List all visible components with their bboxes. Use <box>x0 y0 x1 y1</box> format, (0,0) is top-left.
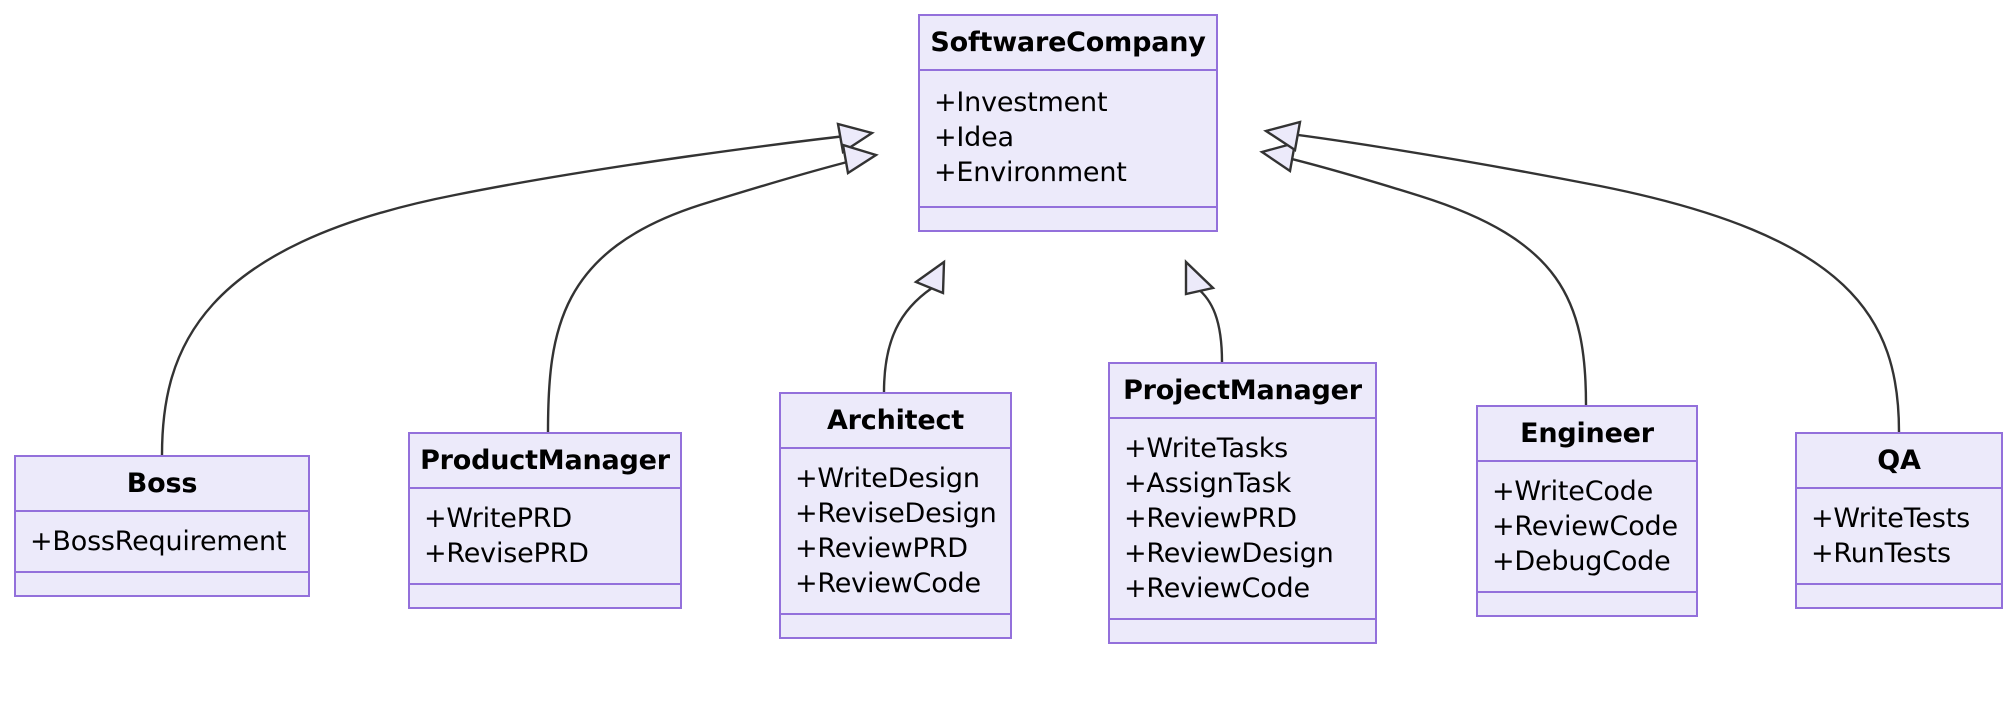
class-methods <box>781 615 1010 637</box>
class-methods <box>410 585 680 607</box>
class-attributes: +WriteTasks +AssignTask +ReviewPRD +Revi… <box>1110 419 1375 621</box>
attribute-row: +WriteDesign <box>795 463 980 494</box>
attribute-row: +WriteTasks <box>1124 433 1289 464</box>
class-attributes: +WritePRD +RevisePRD <box>410 489 680 586</box>
attribute-row: +ReviewCode <box>795 568 981 600</box>
attribute-row: +RunTests <box>1811 538 1951 570</box>
attribute-row: +ReviewPRD <box>1124 503 1297 535</box>
edge-productmanager-to-softwarecompany <box>546 143 879 433</box>
class-methods <box>1478 593 1696 615</box>
attribute-row: +ReviewCode <box>1492 511 1678 543</box>
uml-class-softwarecompany[interactable]: SoftwareCompany +Investment +Idea +Envir… <box>918 14 1218 233</box>
class-title: ProjectManager <box>1110 364 1375 419</box>
class-title: ProductManager <box>410 434 680 489</box>
edge-projectmanager-to-softwarecompany <box>1184 259 1224 363</box>
attribute-row: +WriteTests <box>1811 503 1970 534</box>
attribute-row: +WriteCode <box>1492 476 1654 507</box>
edge-boss-to-softwarecompany <box>160 122 875 456</box>
attribute-row: +ReviseDesign <box>795 498 997 530</box>
attribute-row: +WritePRD <box>424 503 572 534</box>
uml-class-projectmanager[interactable]: ProjectManager +WriteTasks +AssignTask +… <box>1108 362 1377 645</box>
class-title: QA <box>1797 434 2001 489</box>
class-title: Engineer <box>1478 407 1696 462</box>
class-title: Boss <box>16 457 308 512</box>
uml-class-boss[interactable]: Boss +BossRequirement <box>14 455 310 598</box>
inheritance-arrowhead <box>1184 259 1216 296</box>
class-attributes: +WriteTests +RunTests <box>1797 489 2001 586</box>
attribute-row: +ReviewCode <box>1124 573 1310 605</box>
uml-class-qa[interactable]: QA +WriteTests +RunTests <box>1795 432 2003 610</box>
class-attributes: +Investment +Idea +Environment <box>920 71 1216 209</box>
class-title: SoftwareCompany <box>920 16 1216 71</box>
attribute-row: +RevisePRD <box>424 538 589 570</box>
attribute-row: +Investment <box>934 87 1108 118</box>
class-attributes: +WriteCode +ReviewCode +DebugCode <box>1478 462 1696 594</box>
class-methods <box>1797 585 2001 607</box>
inheritance-arrowhead <box>913 259 946 295</box>
edge-architect-to-softwarecompany <box>882 259 946 393</box>
uml-class-productmanager[interactable]: ProductManager +WritePRD +RevisePRD <box>408 432 682 610</box>
attribute-row: +DebugCode <box>1492 546 1671 578</box>
uml-class-architect[interactable]: Architect +WriteDesign +ReviseDesign +Re… <box>779 392 1012 640</box>
inheritance-arrowhead <box>1263 120 1302 152</box>
inheritance-arrowhead <box>836 122 875 154</box>
class-attributes: +BossRequirement <box>16 512 308 574</box>
class-methods <box>1110 620 1375 642</box>
attribute-row: +AssignTask <box>1124 468 1292 500</box>
inheritance-arrowhead <box>841 143 879 175</box>
attribute-row: +ReviewDesign <box>1124 538 1334 570</box>
attribute-row: +BossRequirement <box>30 526 287 557</box>
class-attributes: +WriteDesign +ReviseDesign +ReviewPRD +R… <box>781 449 1010 616</box>
inheritance-arrowhead <box>1259 141 1297 174</box>
attribute-row: +Idea <box>934 122 1014 154</box>
attribute-row: +Environment <box>934 157 1127 189</box>
uml-class-engineer[interactable]: Engineer +WriteCode +ReviewCode +DebugCo… <box>1476 405 1698 618</box>
class-title: Architect <box>781 394 1010 449</box>
class-methods <box>16 573 308 595</box>
attribute-row: +ReviewPRD <box>795 533 968 565</box>
class-methods <box>920 208 1216 230</box>
